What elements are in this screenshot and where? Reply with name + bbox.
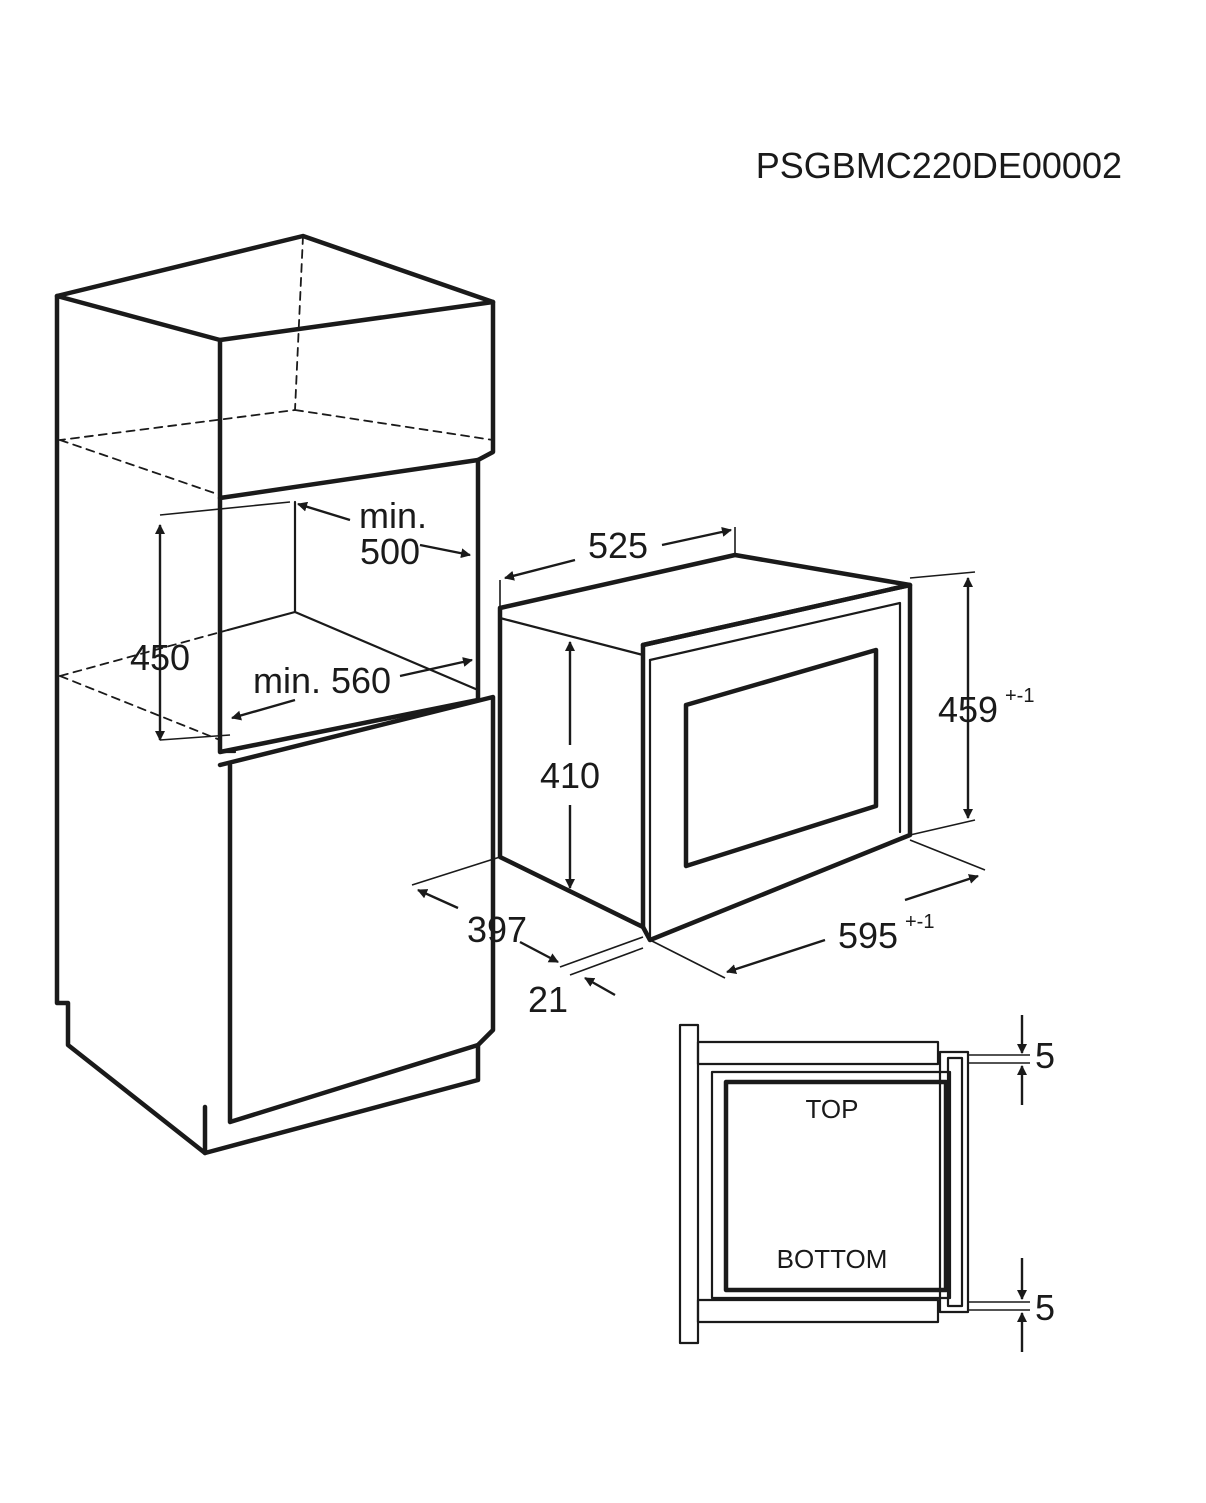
appliance-depth-arrow-left bbox=[417, 888, 459, 910]
cabinet-width-label: min. 560 bbox=[253, 660, 391, 701]
top-gap-value: 5 bbox=[1035, 1035, 1055, 1076]
appliance-front-width-tolerance: +-1 bbox=[905, 911, 934, 933]
side-section-top-label: TOP bbox=[806, 1094, 859, 1124]
cabinet-width-arrow-right bbox=[399, 657, 473, 678]
appliance-front-height-value: 459 bbox=[938, 689, 998, 730]
cabinet-drawing bbox=[54, 233, 496, 1156]
cabinet-width-arrow-left bbox=[231, 698, 296, 721]
appliance-depth-arrow-right bbox=[519, 940, 559, 964]
side-section-bottom-label: BOTTOM bbox=[777, 1244, 888, 1274]
side-section-drawing bbox=[678, 1023, 1030, 1345]
appliance-body-height-value: 410 bbox=[540, 755, 600, 796]
cabinet-depth-value: 500 bbox=[360, 531, 420, 572]
appliance-front-height-tolerance: +-1 bbox=[1005, 685, 1034, 707]
appliance-depth-value: 397 bbox=[467, 909, 527, 950]
appliance-drawing bbox=[411, 527, 986, 979]
cabinet-depth-arrow-right bbox=[419, 543, 471, 559]
appliance-top-width-arrow-left bbox=[504, 558, 576, 581]
appliance-front-width-value: 595 bbox=[838, 915, 898, 956]
cabinet-height-value: 450 bbox=[130, 637, 190, 678]
cabinet-depth-arrow-left bbox=[297, 501, 351, 522]
document-code: PSGBMC220DE00002 bbox=[756, 145, 1122, 186]
appliance-top-width-arrow-right bbox=[661, 527, 732, 547]
bottom-gap-value: 5 bbox=[1035, 1287, 1055, 1328]
appliance-front-width-arrow-left bbox=[726, 938, 826, 974]
appliance-top-width-value: 525 bbox=[588, 525, 648, 566]
door-depth-value: 21 bbox=[528, 979, 568, 1020]
door-depth-arrow bbox=[584, 976, 616, 997]
appliance-front-width-arrow-right bbox=[904, 874, 979, 902]
cabinet-depth-label: min. bbox=[359, 495, 427, 536]
